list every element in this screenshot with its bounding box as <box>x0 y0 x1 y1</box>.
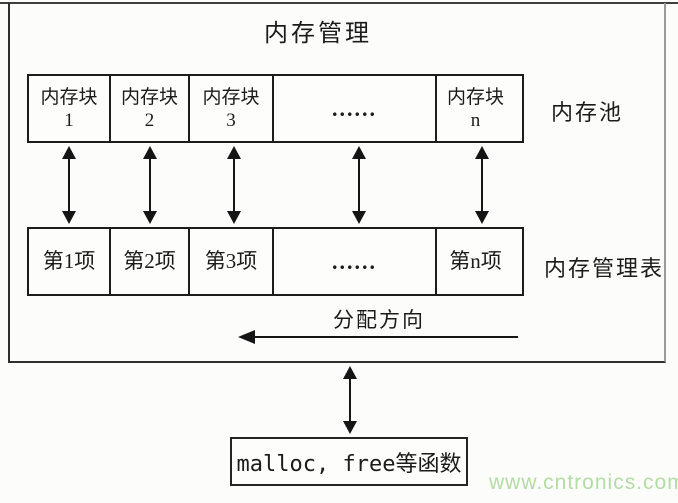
memory-pool-row: 内存块 1 内存块 2 内存块 3 ...... 内存块 n <box>27 74 524 143</box>
ellipsis: ...... <box>332 96 377 121</box>
functions-box-label: malloc, free等函数 <box>236 451 462 477</box>
double-arrow-vertical-icon <box>226 146 242 224</box>
cell-label: 内存块 <box>202 86 260 108</box>
outer-frame <box>8 3 666 363</box>
arrow-up-head <box>227 146 241 159</box>
memory-table-label: 内存管理表 <box>544 256 665 281</box>
watermark: www.cntronics.com <box>489 471 678 494</box>
arrow-down-head <box>343 421 357 434</box>
arrow-down-head <box>143 211 157 224</box>
cell-label: 第3项 <box>204 249 258 273</box>
arrow-up-head <box>352 146 366 159</box>
double-arrow-vertical-icon <box>474 146 490 224</box>
double-arrow-vertical-icon <box>142 146 158 224</box>
memory-block-ellipsis-cell: ...... <box>272 76 435 141</box>
functions-box: malloc, free等函数 <box>230 437 468 486</box>
memory-block-cell-n: 内存块 n <box>435 76 514 141</box>
diagram-title: 内存管理 <box>264 21 372 47</box>
double-arrow-vertical-icon <box>342 366 358 434</box>
memory-block-cell-2: 内存块 2 <box>109 76 188 141</box>
double-arrow-vertical-icon <box>351 146 367 224</box>
memory-block-cell-3: 内存块 3 <box>188 76 272 141</box>
memory-block-cell-1: 内存块 1 <box>29 76 109 141</box>
cell-index: 3 <box>226 109 236 131</box>
table-item-cell-3: 第3项 <box>188 229 272 294</box>
double-arrow-vertical-icon <box>61 146 77 224</box>
ellipsis: ...... <box>332 249 377 274</box>
table-item-cell-1: 第1项 <box>29 229 109 294</box>
outer-frame-top-line <box>0 2 678 4</box>
arrow-up-head <box>143 146 157 159</box>
memory-pool-label: 内存池 <box>551 100 624 125</box>
cell-index: 2 <box>144 109 155 131</box>
allocation-direction-label: 分配方向 <box>333 308 425 332</box>
arrow-down-head <box>62 211 76 224</box>
memory-table-row: 第1项 第2项 第3项 ...... 第n项 <box>27 227 524 296</box>
arrow-down-head <box>475 211 489 224</box>
cell-label: 第1项 <box>42 249 96 273</box>
cell-label: 内存块 <box>446 86 504 108</box>
arrow-down-head <box>227 211 241 224</box>
table-ellipsis-cell: ...... <box>272 229 435 294</box>
cell-index: n <box>470 109 481 131</box>
cell-label: 第2项 <box>123 249 176 273</box>
arrow-down-head <box>352 211 366 224</box>
arrow-up-head <box>475 146 489 159</box>
allocation-direction-arrow-icon <box>238 330 518 344</box>
cell-label: 内存块 <box>40 86 98 108</box>
cell-index: 1 <box>64 109 74 131</box>
arrow-up-head <box>62 146 76 159</box>
table-item-cell-2: 第2项 <box>109 229 188 294</box>
cell-label: 第n项 <box>449 249 502 273</box>
table-item-cell-n: 第n项 <box>435 229 514 294</box>
cell-label: 内存块 <box>120 86 178 108</box>
arrow-up-head <box>343 366 357 379</box>
